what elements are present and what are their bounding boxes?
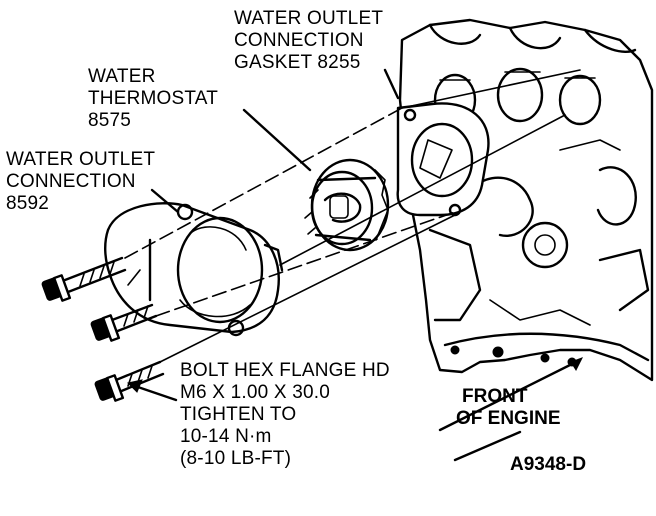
bolt-label-line4: 10-14 N·m <box>180 426 272 447</box>
bolt-middle <box>90 303 158 342</box>
alignment-lines <box>124 69 581 363</box>
gasket-label-line1: WATER OUTLET <box>234 8 383 29</box>
leader-lines <box>126 68 584 462</box>
thermostat-label-line2: THERMOSTAT <box>88 88 218 109</box>
bolt-label-line5: (8-10 LB-FT) <box>180 448 291 469</box>
water-thermostat <box>304 158 390 252</box>
front-label-line2: OF ENGINE <box>456 408 561 429</box>
bolt-lower <box>94 360 165 402</box>
thermostat-label-line3: 8575 <box>88 110 131 131</box>
outlet-label-line2: CONNECTION <box>6 171 136 192</box>
bolt-label-line2: M6 X 1.00 X 30.0 <box>180 382 330 403</box>
gasket-label-line2: CONNECTION <box>234 30 364 51</box>
outlet-label-line3: 8592 <box>6 193 49 214</box>
gasket-label-line3: GASKET 8255 <box>234 52 360 73</box>
outlet-label-line1: WATER OUTLET <box>6 149 155 170</box>
front-label-line1: FRONT <box>462 386 528 407</box>
thermostat-label-line1: WATER <box>88 66 156 87</box>
water-outlet-gasket <box>396 102 490 217</box>
figure-id: A9348-D <box>510 454 586 475</box>
bolt-label-line1: BOLT HEX FLANGE HD <box>180 360 390 381</box>
bolt-upper <box>41 256 127 302</box>
bolt-label-line3: TIGHTEN TO <box>180 404 296 425</box>
